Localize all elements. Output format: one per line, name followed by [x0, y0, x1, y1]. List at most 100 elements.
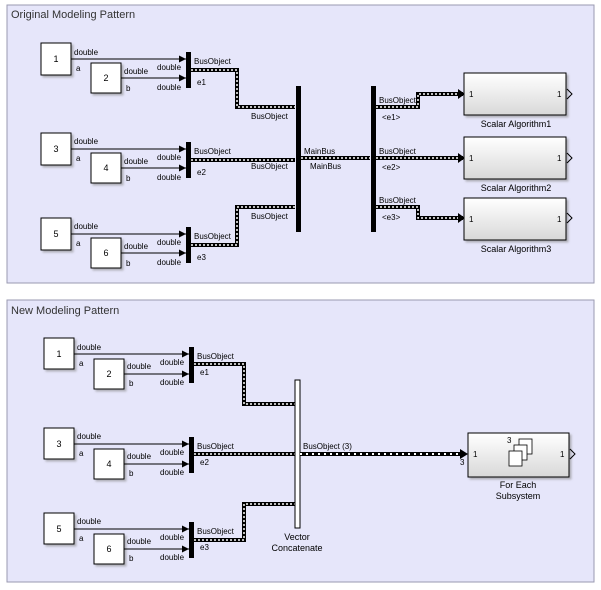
- port-label: a: [76, 239, 81, 248]
- block-name: Scalar Algorithm1: [481, 119, 552, 129]
- signal-label: double: [157, 83, 182, 92]
- signal-lines[interactable]: [74, 350, 189, 553]
- bus-label: BusObject: [197, 527, 235, 536]
- new-pattern-title: New Modeling Pattern: [11, 305, 119, 317]
- scalar-algorithm-subsystem-1[interactable]: 1 1 Scalar Algorithm1: [463, 72, 573, 129]
- inport-block[interactable]: 4: [90, 152, 122, 184]
- signal-label: double: [124, 242, 149, 251]
- inport-number: 1: [53, 54, 58, 64]
- inport-block[interactable]: 2: [93, 358, 125, 390]
- scalar-algorithm-subsystem-2[interactable]: 1 1 Scalar Algorithm2: [463, 136, 573, 193]
- signal-label: double: [77, 517, 102, 526]
- inport-number: 4: [106, 459, 111, 469]
- signal-label: double: [77, 432, 102, 441]
- inport-block[interactable]: 6: [93, 533, 125, 565]
- inport-block[interactable]: 5: [40, 217, 72, 251]
- bus-selector-block[interactable]: [371, 86, 376, 232]
- signal-label: double: [160, 553, 185, 562]
- bus-creator-block[interactable]: [186, 52, 191, 88]
- for-each-icon: 3: [507, 436, 533, 467]
- block-name-line1: Vector: [284, 532, 310, 542]
- signal-label: double: [160, 468, 185, 477]
- output-port-icon: [566, 88, 573, 100]
- arrow-icon: [458, 89, 465, 99]
- bus-label: MainBus: [304, 147, 335, 156]
- input-port-label: 1: [469, 154, 474, 163]
- bus-creator-block[interactable]: [189, 437, 194, 473]
- bus-label: BusObject: [197, 442, 235, 451]
- bus-creator-block[interactable]: [186, 227, 191, 263]
- inport-number: 6: [103, 248, 108, 258]
- block-name: Scalar Algorithm3: [481, 244, 552, 254]
- inport-block[interactable]: 3: [43, 427, 75, 460]
- bus-label: BusObject (3): [303, 442, 352, 451]
- port-label: b: [126, 84, 131, 93]
- port-label: b: [126, 259, 131, 268]
- port-label: a: [79, 449, 84, 458]
- bus-label: BusObject: [251, 112, 289, 121]
- element-name-label: e2: [197, 168, 206, 177]
- inport-block[interactable]: 1: [43, 337, 75, 370]
- block-name-line1: For Each: [500, 480, 537, 490]
- inport-block[interactable]: 1: [40, 42, 72, 76]
- for-each-subsystem[interactable]: 1 1 3 For Each Subsystem: [467, 432, 576, 501]
- port-label: a: [76, 64, 81, 73]
- output-port-label: 1: [557, 90, 562, 99]
- scalar-algorithm-subsystem-3[interactable]: 1 1 Scalar Algorithm3: [463, 197, 573, 254]
- arrow-icon: [460, 449, 468, 459]
- bus-creator-block[interactable]: [189, 347, 194, 383]
- block-name-line2: Subsystem: [496, 491, 541, 501]
- port-label: a: [79, 534, 84, 543]
- port-label: a: [79, 359, 84, 368]
- selected-element-label: <e3>: [382, 213, 401, 222]
- port-label: b: [129, 379, 134, 388]
- inport-block[interactable]: 2: [90, 62, 122, 94]
- block-name-line2: Concatenate: [271, 543, 322, 553]
- original-pattern-title: Original Modeling Pattern: [11, 9, 135, 21]
- signal-label: double: [160, 448, 185, 457]
- output-port-icon: [566, 212, 573, 224]
- bus-label: BusObject: [197, 352, 235, 361]
- bus-lines[interactable]: [191, 68, 295, 247]
- output-port-label: 1: [557, 215, 562, 224]
- inport-block[interactable]: 4: [93, 448, 125, 480]
- port-label: b: [129, 554, 134, 563]
- signal-label: double: [124, 67, 149, 76]
- output-port-icon: [569, 448, 576, 460]
- element-name-label: e3: [197, 253, 206, 262]
- bus-creator-block[interactable]: [186, 142, 191, 178]
- inport-block[interactable]: 3: [40, 132, 72, 166]
- signal-label: double: [160, 358, 185, 367]
- inport-number: 3: [56, 439, 61, 449]
- element-name-label: e1: [200, 368, 209, 377]
- signal-label: double: [74, 48, 99, 57]
- signal-label: double: [127, 362, 152, 371]
- signal-label: double: [157, 153, 182, 162]
- signal-label: double: [160, 378, 185, 387]
- output-port-label: 1: [560, 450, 565, 459]
- bus-label: BusObject: [379, 96, 417, 105]
- signal-label: double: [77, 343, 102, 352]
- inport-number: 2: [106, 369, 111, 379]
- bus-label: BusObject: [379, 147, 417, 156]
- inport-block[interactable]: 6: [90, 237, 122, 269]
- inport-number: 4: [103, 163, 108, 173]
- arrow-icon: [458, 213, 465, 223]
- for-each-count: 3: [507, 436, 512, 445]
- signal-label: double: [157, 63, 182, 72]
- bus-creator-block[interactable]: [189, 522, 194, 558]
- arrow-icon: [458, 153, 465, 163]
- inport-number: 6: [106, 544, 111, 554]
- bus-lines[interactable]: [194, 362, 295, 542]
- signal-label: double: [124, 157, 149, 166]
- selector-output-lines[interactable]: [376, 92, 463, 220]
- main-bus-creator-block[interactable]: [296, 86, 301, 232]
- signal-label: double: [160, 533, 185, 542]
- bus-label: BusObject: [251, 162, 289, 171]
- signal-lines[interactable]: [71, 55, 186, 257]
- signal-label: double: [127, 452, 152, 461]
- selected-element-label: <e1>: [382, 113, 401, 122]
- signal-label: double: [74, 137, 99, 146]
- inport-block[interactable]: 5: [43, 512, 75, 545]
